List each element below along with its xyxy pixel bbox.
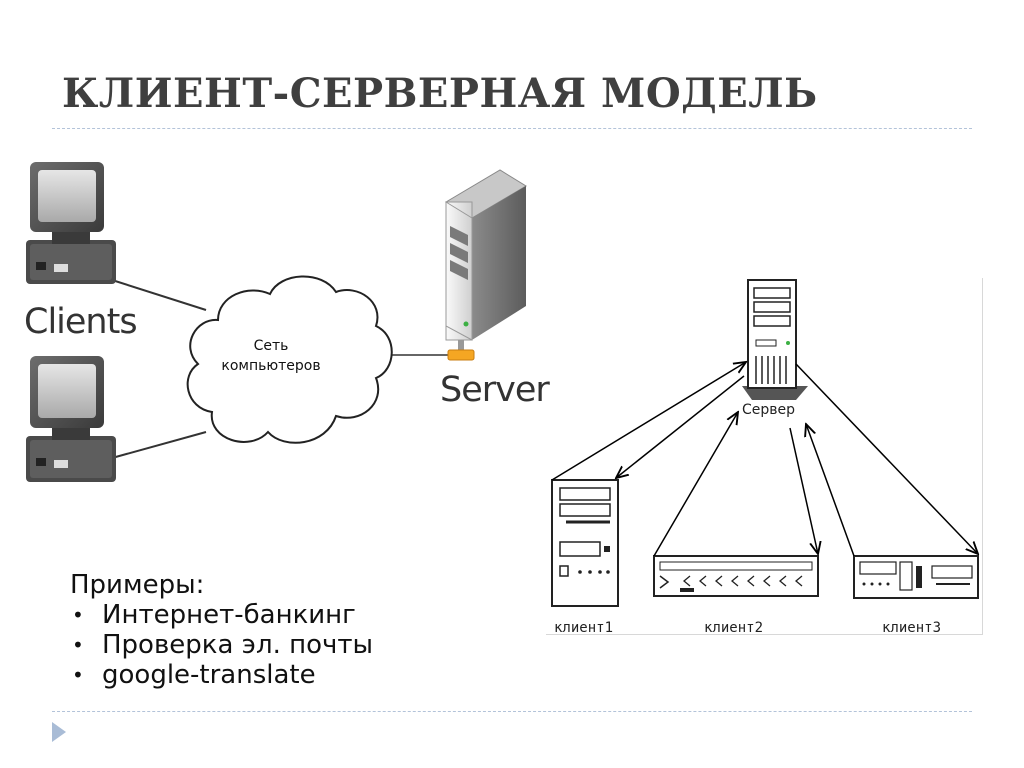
arrow-c2-to-server [653, 412, 738, 557]
desktop-computer-icon [26, 356, 116, 482]
client1-link [111, 279, 207, 311]
arrow-server-to-c2 [789, 427, 818, 554]
client3-label: клиент3 [882, 620, 942, 636]
desktop-computer-icon [853, 555, 979, 599]
client2-label: клиент2 [704, 620, 764, 636]
examples-list: Интернет-банкинг Проверка эл. почты goog… [70, 600, 373, 690]
client2-link [111, 431, 207, 459]
server-label-ru: Сервер [742, 402, 796, 418]
desktop-computer-icon [551, 479, 619, 607]
network-label-line2: компьютеров [221, 358, 321, 374]
arrow-server-to-c1 [616, 375, 745, 478]
arrow-c3-to-server [806, 424, 855, 557]
network-cloud-icon [186, 275, 393, 444]
examples-item: Проверка эл. почты [70, 630, 373, 660]
examples-item: Интернет-банкинг [70, 600, 373, 630]
server-tower-icon [445, 169, 527, 361]
arrow-c1-to-server [551, 362, 746, 481]
right-diagram-frame [546, 278, 983, 635]
desktop-computer-icon [653, 555, 819, 597]
clients-label: Clients [24, 302, 138, 342]
server-tower-icon [742, 279, 808, 400]
navigation-arrow-icon [52, 722, 66, 742]
title-divider [52, 128, 972, 129]
server-label: Server [440, 370, 550, 410]
examples-heading: Примеры: [70, 570, 205, 600]
examples-item: google-translate [70, 660, 373, 690]
footer-divider [52, 711, 972, 712]
arrow-server-to-c3 [795, 363, 978, 554]
examples-block: Примеры: Интернет-банкинг Проверка эл. п… [70, 570, 373, 690]
network-label-line1: Сеть [253, 338, 289, 354]
client1-label: клиент1 [554, 620, 614, 636]
slide-title: КЛИЕНТ-СЕРВЕРНАЯ МОДЕЛЬ [62, 70, 818, 117]
network-label: Сеть компьютеров [196, 336, 346, 376]
desktop-computer-icon [26, 162, 116, 284]
